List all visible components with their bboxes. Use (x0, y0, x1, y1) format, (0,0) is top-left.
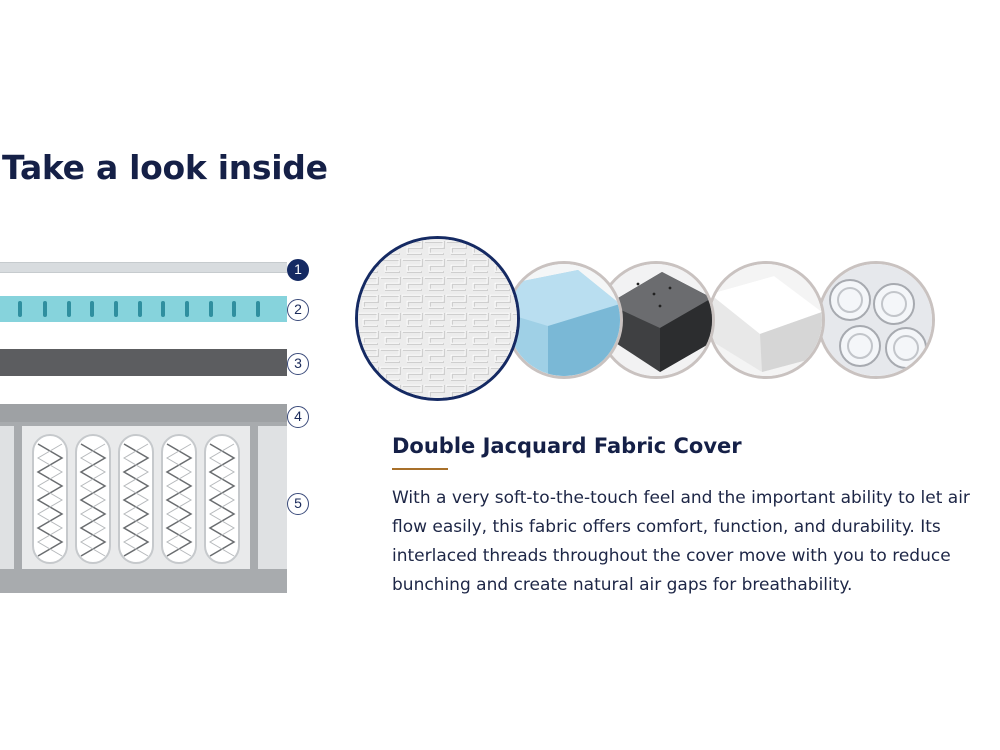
gel-bead (232, 301, 236, 317)
pocket-coil (161, 434, 197, 564)
support-foam-icon (710, 264, 822, 376)
layer-gel-foam[interactable] (0, 296, 287, 322)
layer-number-4[interactable]: 4 (287, 406, 309, 428)
layer-support-foam[interactable] (0, 404, 287, 422)
gel-bead (67, 301, 71, 317)
pocket-coil (118, 434, 154, 564)
layer-fabric-cover[interactable] (0, 262, 287, 273)
coil-bay (22, 426, 250, 569)
gel-bead (138, 301, 142, 317)
fabric-texture-icon (358, 239, 517, 398)
swatch-pocket-coils[interactable] (817, 261, 935, 379)
material-swatches (355, 236, 955, 401)
gel-bead (161, 301, 165, 317)
gel-foam-icon (508, 264, 620, 376)
layer-number-1[interactable]: 1 (287, 259, 309, 281)
layer-pocket-coils[interactable] (0, 422, 287, 593)
layer-number-5[interactable]: 5 (287, 493, 309, 515)
layer-charcoal-foam[interactable] (0, 349, 287, 376)
edge-support-left (0, 426, 14, 569)
mattress-layer-diagram: 1 2 3 4 5 (0, 250, 320, 600)
edge-support-right (258, 426, 287, 569)
swatch-jacquard-fabric[interactable] (355, 236, 520, 401)
pocket-coil (204, 434, 240, 564)
gel-bead (43, 301, 47, 317)
pocket-coil (75, 434, 111, 564)
gel-bead (185, 301, 189, 317)
swatch-support-foam[interactable] (707, 261, 825, 379)
gel-bead (256, 301, 260, 317)
pocket-coil (32, 434, 68, 564)
title-underline (392, 468, 448, 470)
gel-bead (114, 301, 118, 317)
gel-bead (209, 301, 213, 317)
layer-number-2[interactable]: 2 (287, 299, 309, 321)
pocket-coil-icon (820, 264, 932, 376)
page-title: Take a look inside (2, 148, 328, 187)
layer-title: Double Jacquard Fabric Cover (392, 434, 742, 458)
gel-bead (90, 301, 94, 317)
layer-description: With a very soft-to-the-touch feel and t… (392, 488, 970, 595)
swatch-gel-foam[interactable] (505, 261, 623, 379)
gel-bead (18, 301, 22, 317)
layer-number-3[interactable]: 3 (287, 353, 309, 375)
